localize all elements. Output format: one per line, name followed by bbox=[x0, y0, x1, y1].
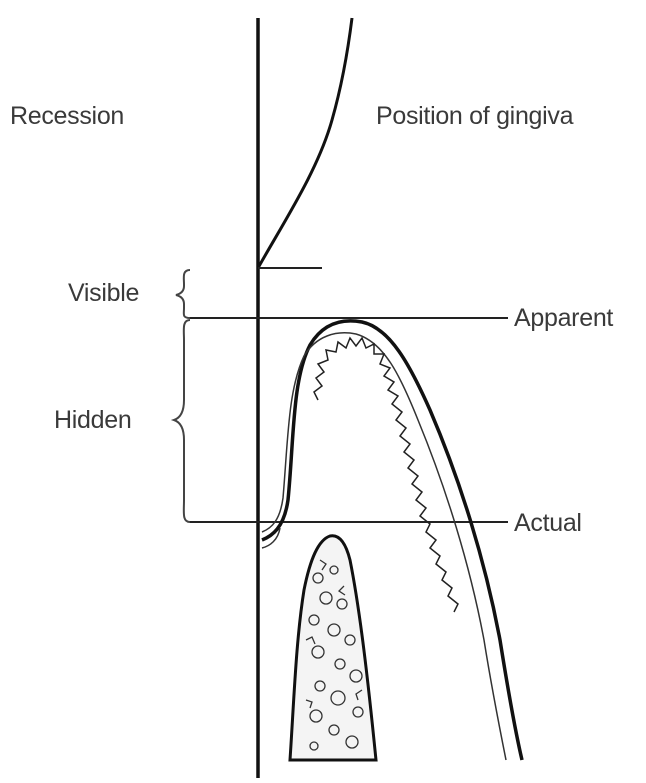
gingiva-position-title: Position of gingiva bbox=[376, 104, 573, 129]
actual-label: Actual bbox=[514, 511, 582, 536]
recession-title: Recession bbox=[10, 104, 124, 129]
hidden-brace bbox=[174, 320, 190, 522]
visible-brace bbox=[176, 270, 190, 318]
apparent-label: Apparent bbox=[514, 306, 613, 331]
alveolar-bone bbox=[290, 536, 376, 760]
hidden-label: Hidden bbox=[54, 408, 131, 433]
crown-curve bbox=[258, 18, 352, 268]
visible-label: Visible bbox=[68, 281, 139, 306]
